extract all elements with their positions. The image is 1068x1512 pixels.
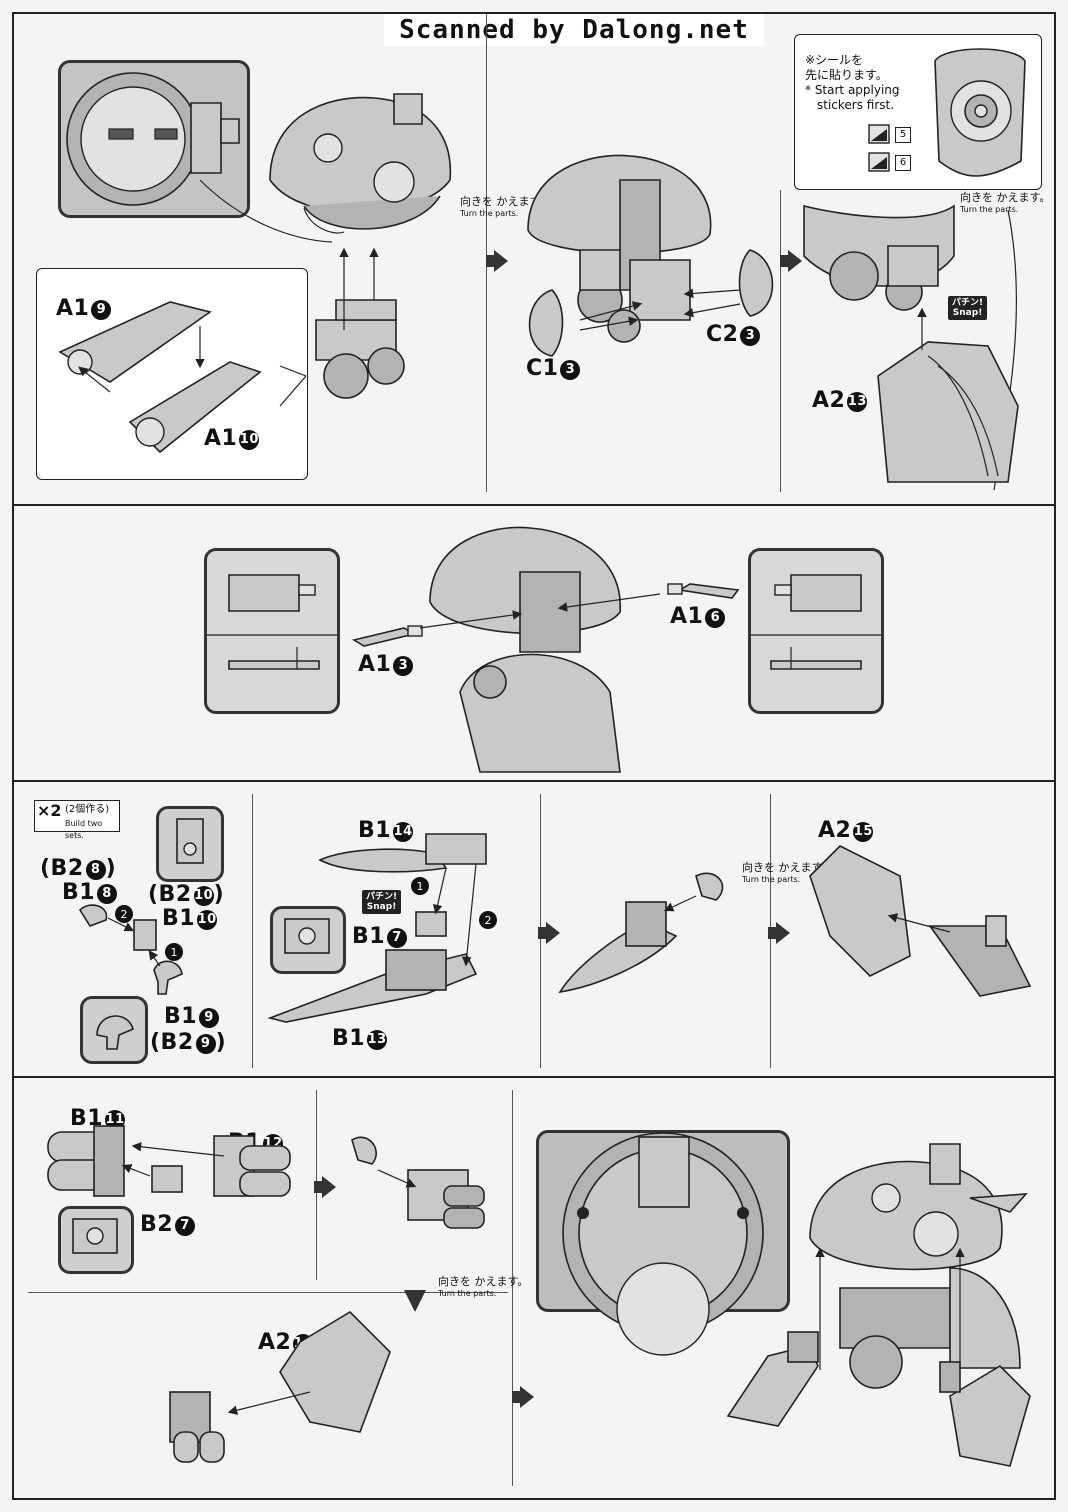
detail-inset-right [748, 548, 884, 714]
next-step-arrow [486, 250, 508, 272]
callout-pointer [279, 365, 307, 407]
step-number-2: 2 [121, 908, 128, 921]
step-divider [252, 794, 253, 1068]
thruster-unit-left [726, 1331, 819, 1427]
step-divider [780, 190, 781, 492]
frame-halves-illustration [58, 301, 262, 454]
sticker-note-jp-1: ※シールを [805, 53, 864, 67]
sticker-placement-illustration [934, 48, 1026, 177]
sticker-note-en-2: stickers first. [817, 98, 895, 112]
thruster-joint-illustration [351, 1136, 485, 1229]
hip-cap-right [738, 249, 774, 317]
next-step-arrow [768, 922, 790, 944]
sticker-number-5: 5 [895, 127, 911, 143]
thruster-assembly-illustration [47, 1125, 291, 1197]
snap-badge: パチン!Snap! [948, 296, 988, 320]
missile-cover-illustration [809, 845, 1032, 997]
assembly-arrows [339, 247, 379, 330]
section-divider [14, 504, 1054, 506]
step-number-1: 1 [171, 946, 178, 959]
thruster-cover-illustration [169, 1310, 391, 1463]
head-body-illustration [527, 154, 712, 343]
turn-parts-note: 向きを かえます。Turn the parts. [460, 195, 551, 219]
detail-inset-left [204, 548, 340, 714]
sticker-note-en-1: * Start applying [805, 83, 900, 97]
turn-parts-note: 向きを かえます。Turn the parts. [742, 861, 833, 885]
head-rear-illustration [803, 204, 955, 311]
assembly-arrows [917, 307, 927, 350]
section-divider [14, 780, 1054, 782]
page-frame [12, 12, 1056, 1500]
watermark: Scanned by Dalong.net [384, 14, 764, 46]
missile-joint-illustration [558, 872, 724, 994]
hip-cap-left [528, 289, 564, 357]
assembly-arrows [579, 288, 741, 331]
callout-pointer [199, 179, 333, 243]
next-step-arrow [314, 1176, 336, 1198]
detail-inset-joint [156, 806, 224, 882]
missile-assembly-illustration: 1 2 [267, 833, 497, 1023]
step-divider [512, 1090, 513, 1486]
step-number-1: 1 [417, 880, 424, 893]
sticker-number-6: 6 [895, 155, 911, 171]
fin-a1-3 [351, 625, 423, 647]
sticker-note-jp-2: 先に貼ります。 [805, 68, 888, 82]
section-divider [14, 1076, 1054, 1078]
sticker-icon [868, 124, 890, 172]
sticker-instruction-box: ※シールを 先に貼ります。 * Start applying stickers … [794, 34, 1042, 190]
next-step-arrow [538, 922, 560, 944]
assembly-arrows [815, 1247, 965, 1370]
step-number-2: 2 [485, 914, 492, 927]
detail-inset-head-underside [536, 1130, 790, 1356]
head-dome-illustration [269, 93, 452, 234]
turn-parts-note: 向きを かえます。Turn the parts. [960, 191, 1051, 215]
detail-inset-head-interior [58, 60, 250, 218]
next-step-arrow [512, 1386, 534, 1408]
frame-assembly-illustration [315, 299, 405, 399]
detail-inset-cap [80, 996, 148, 1064]
thruster-unit-right [939, 1361, 1031, 1467]
final-assembly-illustration [809, 1143, 1028, 1389]
snap-badge: パチン!Snap! [362, 890, 402, 914]
step-divider [28, 1292, 508, 1293]
sticker-note: ※シールを 先に貼ります。 * Start applying stickers … [805, 53, 900, 113]
assembly-arrows [419, 593, 661, 629]
build-two-badge: ×2 (2個作る) Build two sets. [34, 800, 120, 840]
turn-parts-note: 向きを かえます。Turn the parts. [438, 1275, 529, 1299]
detail-inset-connector [270, 906, 346, 974]
detail-inset-thruster-connector [58, 1206, 134, 1274]
back-armor-a2-13 [877, 341, 1019, 483]
joint-assembly-illustration: 2 1 [78, 904, 183, 995]
head-side-illustration [429, 526, 621, 773]
down-arrow [404, 1290, 426, 1312]
step-divider [486, 14, 487, 492]
next-step-arrow [780, 250, 802, 272]
fin-a1-6 [667, 583, 740, 599]
